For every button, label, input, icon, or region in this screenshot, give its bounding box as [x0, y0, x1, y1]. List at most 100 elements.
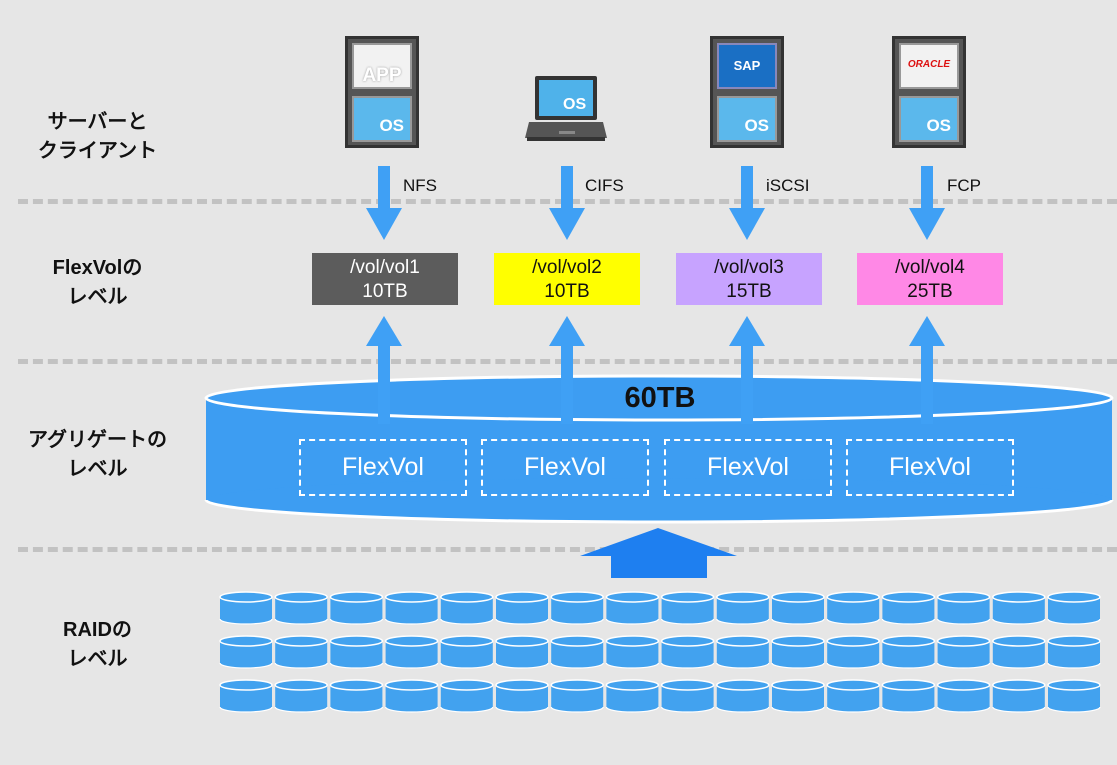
raid-disk-icon: [716, 635, 770, 669]
down-arrow-icon: [549, 166, 585, 240]
raid-disk-icon: [384, 635, 439, 669]
level-label-line: FlexVolの: [52, 257, 143, 279]
os-panel: OS: [352, 96, 412, 142]
aggregate-capacity: 60TB: [624, 382, 696, 414]
protocol-label-cifs: CIFS: [585, 176, 624, 195]
level-label-raid: RAIDの レベル: [0, 616, 195, 674]
raid-disk-icon: [716, 679, 770, 713]
level-label-line: レベル: [67, 648, 128, 670]
sap-server-icon: SAP OS: [710, 36, 784, 148]
level-label-servers: サーバーと クライアント: [0, 108, 195, 166]
raid-disk-icon: [550, 679, 604, 713]
raid-disk-icon: [384, 591, 439, 625]
volume-box-vol3: /vol/vol3 15TB: [676, 253, 822, 305]
raid-disk-icon: [219, 635, 273, 669]
raid-disk-icon: [992, 635, 1046, 669]
volume-size: 10TB: [362, 281, 408, 302]
raid-disk-icon: [440, 591, 494, 625]
raid-disk-icon: [1047, 591, 1101, 625]
raid-disk-icon: [550, 635, 604, 669]
protocol-label-iscsi: iSCSI: [766, 176, 810, 195]
os-panel: OS: [717, 96, 777, 142]
protocol-label-nfs: NFS: [403, 176, 437, 195]
volume-box-vol2: /vol/vol2 10TB: [494, 253, 640, 305]
app-label: APP: [362, 65, 402, 86]
up-arrow-icon: [366, 316, 402, 424]
os-panel: OS: [899, 96, 959, 142]
raid-disk-icon: [329, 591, 384, 625]
down-arrow-icon: [729, 166, 765, 240]
volume-path: /vol/vol2: [532, 257, 602, 278]
flexvol-box-4: FlexVol: [846, 439, 1014, 496]
raid-disk-icon: [660, 635, 715, 669]
raid-up-arrow-shaft: [611, 554, 707, 578]
volume-path: /vol/vol3: [714, 257, 784, 278]
laptop-os-label: OS: [563, 96, 587, 113]
raid-disk-icon: [881, 679, 936, 713]
raid-disk-icon: [771, 591, 825, 625]
up-arrow-icon: [549, 316, 585, 424]
raid-disk-icon: [881, 591, 936, 625]
flexvol-box-2: FlexVol: [481, 439, 649, 496]
level-label-line: レベル: [67, 286, 128, 308]
raid-disk-icon: [384, 679, 439, 713]
raid-disk-icon: [274, 591, 328, 625]
os-label: OS: [379, 116, 404, 135]
raid-disk-icon: [771, 679, 825, 713]
raid-up-arrow-icon: [580, 528, 737, 556]
flexvol-box-1: FlexVol: [299, 439, 467, 496]
raid-disk-icon: [219, 591, 273, 625]
raid-disk-icon: [881, 635, 936, 669]
raid-disk-icon: [219, 679, 273, 713]
volume-size: 15TB: [726, 281, 772, 302]
os-label: OS: [744, 116, 769, 135]
app-panel: APP: [352, 43, 412, 89]
raid-disk-icon: [1047, 679, 1101, 713]
raid-disk-icon: [771, 635, 825, 669]
up-arrow-icon: [909, 316, 945, 424]
level-label-line: アグリゲートの: [28, 429, 167, 451]
down-arrow-icon: [909, 166, 945, 240]
raid-disk-icon: [936, 591, 991, 625]
raid-disk-icon: [1047, 635, 1101, 669]
sap-label: SAP: [733, 58, 761, 73]
raid-disk-icon: [605, 679, 660, 713]
volume-box-vol4: /vol/vol4 25TB: [857, 253, 1003, 305]
raid-disk-icon: [826, 591, 880, 625]
level-label-line: レベル: [67, 458, 128, 480]
raid-disk-icon: [440, 679, 494, 713]
raid-disk-icon: [936, 679, 991, 713]
volume-size: 10TB: [544, 281, 590, 302]
level-label-line: サーバーと: [47, 111, 148, 133]
flexvol-box-3: FlexVol: [664, 439, 832, 496]
os-label: OS: [926, 116, 951, 135]
raid-disk-icon: [992, 591, 1046, 625]
laptop-icon: [525, 76, 607, 141]
oracle-server-icon: ORACLE OS: [892, 36, 966, 148]
oracle-label: ORACLE: [907, 59, 951, 70]
protocol-label-fcp: FCP: [947, 176, 981, 195]
raid-disk-icon: [605, 591, 660, 625]
raid-disk-icon: [660, 591, 715, 625]
level-divider: [18, 547, 1117, 552]
raid-disk-icon: [329, 679, 384, 713]
volume-box-vol1: /vol/vol1 10TB: [312, 253, 458, 305]
raid-disk-icon: [274, 635, 328, 669]
raid-disk-icon: [274, 679, 328, 713]
raid-disk-icon: [495, 635, 549, 669]
sap-panel: SAP: [717, 43, 777, 89]
raid-disk-icon: [440, 635, 494, 669]
raid-disk-icon: [936, 635, 991, 669]
level-label-line: RAIDの: [63, 619, 132, 641]
level-label-aggregate: アグリゲートの レベル: [0, 426, 195, 484]
down-arrow-icon: [366, 166, 402, 240]
raid-disk-icon: [605, 635, 660, 669]
oracle-panel: ORACLE: [899, 43, 959, 89]
raid-disk-icon: [550, 591, 604, 625]
level-label-line: クライアント: [37, 140, 158, 162]
app-server-icon: APP OS: [345, 36, 419, 148]
raid-disk-icon: [495, 591, 549, 625]
